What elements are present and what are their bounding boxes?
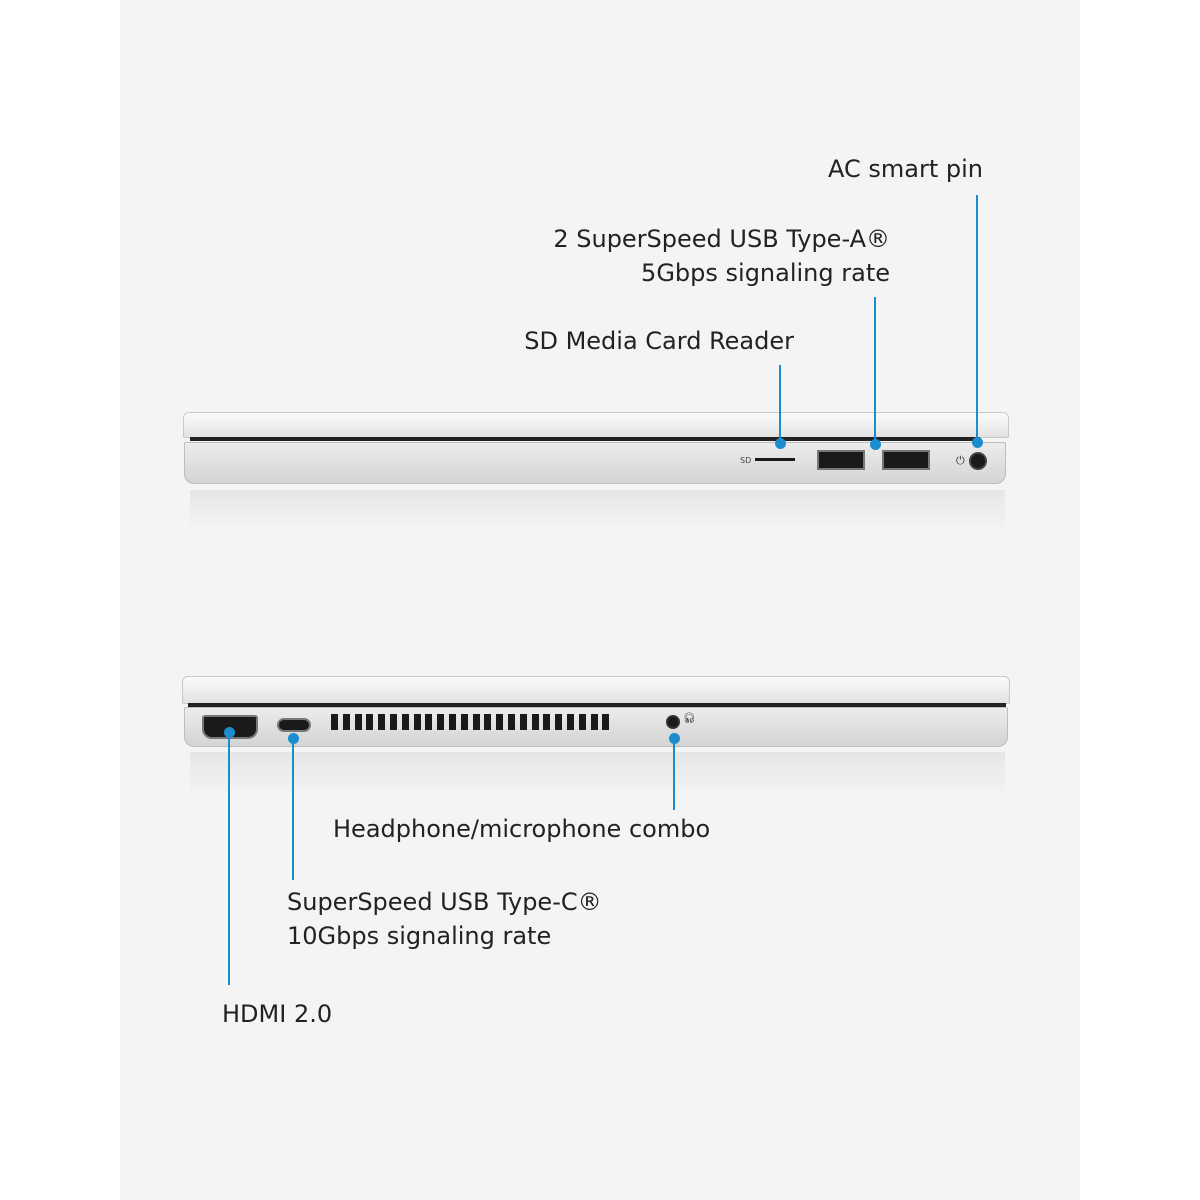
- label-sd-reader: SD Media Card Reader: [524, 327, 794, 355]
- vent-slot: [555, 714, 563, 730]
- vent-slot: [437, 714, 445, 730]
- vent-slot: [602, 714, 610, 730]
- label-ac-smart-pin: AC smart pin: [828, 155, 983, 183]
- vent-slot: [413, 714, 421, 730]
- vent-slot: [449, 714, 456, 730]
- callout-dot: [669, 733, 680, 744]
- callout-dot: [775, 438, 786, 449]
- power-icon: ⏻: [956, 454, 965, 467]
- callout-line: [228, 731, 230, 985]
- label-hdmi: HDMI 2.0: [222, 1000, 333, 1028]
- vent-slot: [567, 714, 574, 730]
- vent-slot: [378, 714, 386, 730]
- callout-line: [874, 297, 876, 444]
- vent-slot: [472, 714, 480, 730]
- vent-slot: [342, 714, 350, 730]
- label-usb-c-line2: 10Gbps signaling rate: [287, 922, 552, 950]
- vent-slot: [508, 714, 515, 730]
- callout-dot: [972, 437, 983, 448]
- vent-slot: [390, 714, 397, 730]
- callout-dot: [870, 439, 881, 450]
- vent-slot: [425, 714, 433, 730]
- label-usb-a-line1: 2 SuperSpeed USB Type-A®: [553, 225, 890, 253]
- sd-card-slot: [755, 458, 795, 461]
- headphone-jack: [666, 715, 680, 729]
- vent-slot: [578, 714, 586, 730]
- vent-slot: [531, 714, 539, 730]
- label-usb-c: SuperSpeed USB Type-C® 10Gbps signaling …: [287, 885, 602, 953]
- callout-line: [779, 365, 781, 443]
- vent-slot: [543, 714, 551, 730]
- label-usb-c-line1: SuperSpeed USB Type-C®: [287, 888, 602, 916]
- usb-a-port-2: [882, 450, 930, 470]
- headphone-icon: 🎧︎: [683, 713, 696, 724]
- vent-slot: [366, 714, 374, 730]
- usb-a-port-1: [817, 450, 865, 470]
- label-headphone: Headphone/microphone combo: [333, 815, 711, 843]
- vent-slot: [460, 714, 468, 730]
- callout-dot: [224, 727, 235, 738]
- vent-slot: [401, 714, 409, 730]
- vent-slot: [331, 714, 338, 730]
- callout-dot: [288, 733, 299, 744]
- callout-line: [976, 195, 978, 441]
- ac-smart-pin-port: [969, 452, 987, 470]
- label-usb-a-line2: 5Gbps signaling rate: [641, 259, 890, 287]
- callout-line: [673, 738, 675, 810]
- vent-slot: [496, 714, 504, 730]
- sd-marking: SD: [740, 456, 752, 465]
- label-usb-a: 2 SuperSpeed USB Type-A® 5Gbps signaling…: [553, 222, 890, 290]
- callout-line: [292, 738, 294, 880]
- background-panel: [120, 0, 1080, 1200]
- vent-slot: [354, 714, 362, 730]
- vent-slot: [519, 714, 527, 730]
- vent-slot: [484, 714, 492, 730]
- usb-c-port: [277, 718, 311, 732]
- vent-slot: [590, 714, 598, 730]
